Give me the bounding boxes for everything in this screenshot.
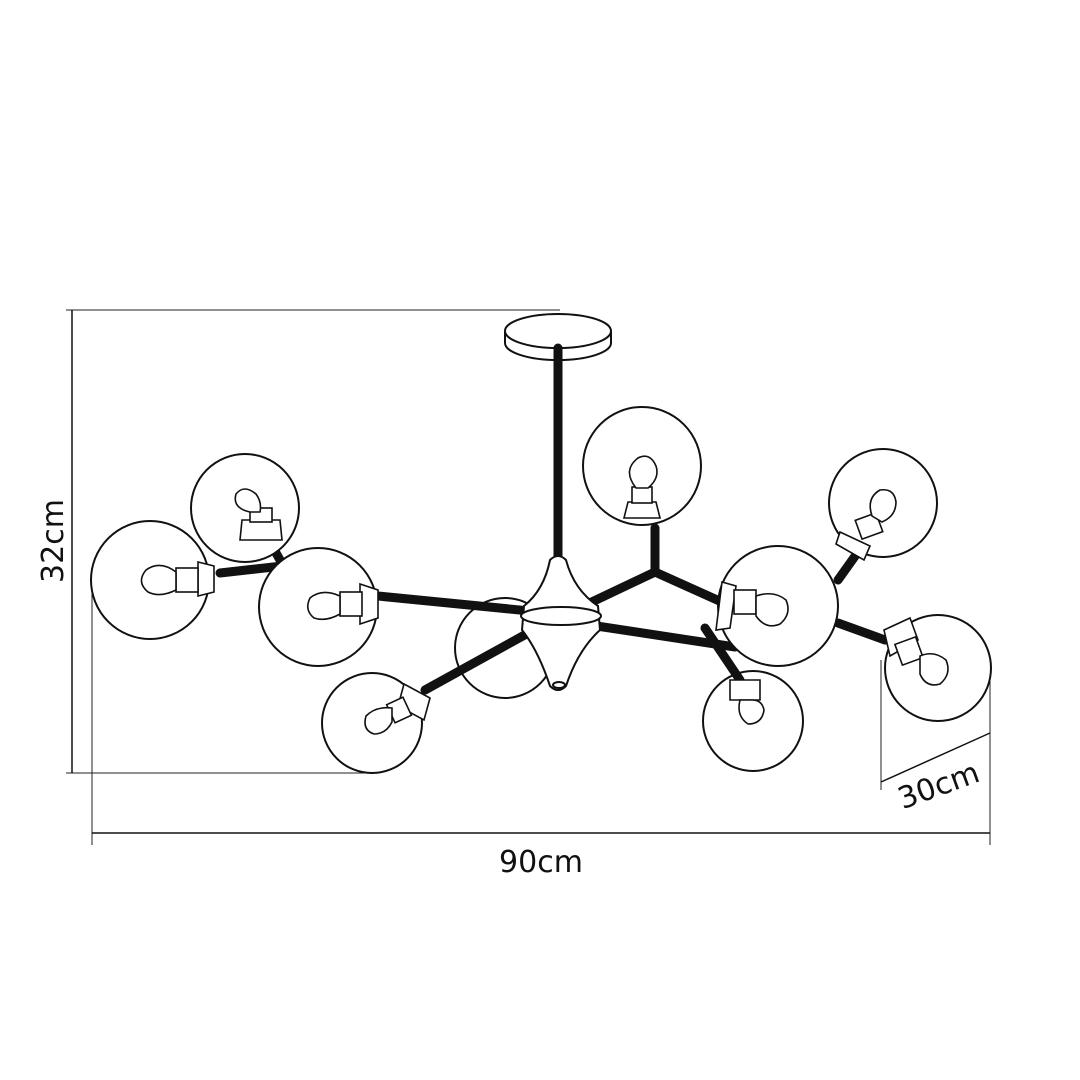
globe-lamp-bottom-left xyxy=(321,672,431,774)
globe-lamp-back-right-detail xyxy=(729,679,765,725)
globe-lamp-far-right xyxy=(883,614,992,722)
height-label: 32cm xyxy=(36,499,71,583)
chandelier-drawing xyxy=(90,313,992,774)
globe-lamp-upper-left xyxy=(190,453,300,563)
dimension-lines xyxy=(66,309,991,845)
globe-lamp-top-center xyxy=(582,406,702,526)
globe-lamp-center-right xyxy=(715,545,839,667)
central-hub xyxy=(520,555,602,691)
globe-lamp-mid-left xyxy=(258,547,379,667)
globe-lamp-far-left xyxy=(90,520,215,640)
depth-label: 30cm xyxy=(893,755,984,817)
depth-measure-line xyxy=(880,732,991,783)
width-label: 90cm xyxy=(499,845,583,880)
globe-lamp-upper-right xyxy=(828,448,938,562)
